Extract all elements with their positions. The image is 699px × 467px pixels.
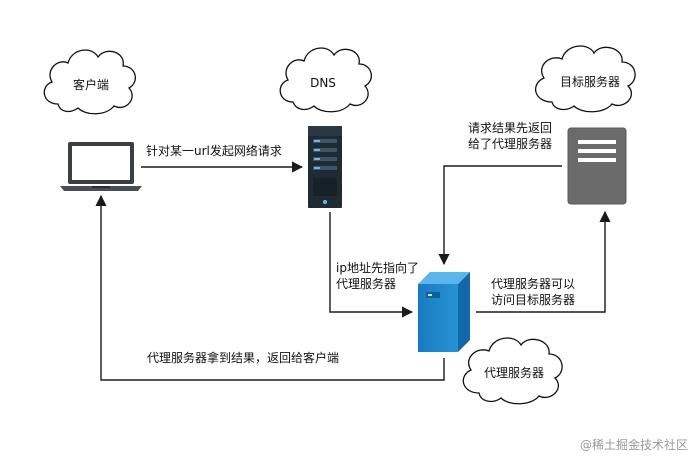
request-label: 针对某一url发起网络请求	[146, 143, 282, 158]
client-cloud: 客户端	[43, 49, 137, 115]
target-back-label-line1: 请求结果先返回	[468, 121, 552, 135]
target-to-proxy-arrow	[438, 165, 562, 266]
target-server-icon	[567, 127, 627, 205]
dns-to-proxy-arrow	[329, 212, 414, 318]
dns-to-proxy-label-line2: 代理服务器	[336, 276, 396, 291]
target-back-label-line2: 给了代理服务器	[468, 136, 552, 151]
proxy-to-target-arrow	[476, 210, 611, 313]
proxy-server-icon	[418, 272, 470, 352]
dns-cloud-label: DNS	[310, 76, 336, 90]
dns-server-icon	[308, 126, 342, 208]
dns-cloud: DNS	[279, 47, 373, 113]
proxy-cloud: 代理服务器	[462, 337, 563, 405]
laptop-icon	[60, 142, 142, 191]
proxy-cloud-label: 代理服务器	[484, 365, 544, 380]
target-cloud: 目标服务器	[534, 45, 636, 113]
dns-to-proxy-label-line1: ip地址先指向了	[336, 260, 419, 275]
proxy-return-label: 代理服务器拿到结果，返回给客户端	[147, 350, 339, 365]
target-cloud-label: 目标服务器	[560, 74, 620, 89]
watermark: @稀土掘金技术社区	[580, 437, 688, 452]
proxy-access-label-line1: 代理服务器可以	[491, 276, 575, 291]
client-cloud-label: 客户端	[73, 77, 109, 92]
proxy-access-label-line2: 访问目标服务器	[491, 292, 575, 307]
proxy-to-client-arrow	[95, 194, 445, 381]
